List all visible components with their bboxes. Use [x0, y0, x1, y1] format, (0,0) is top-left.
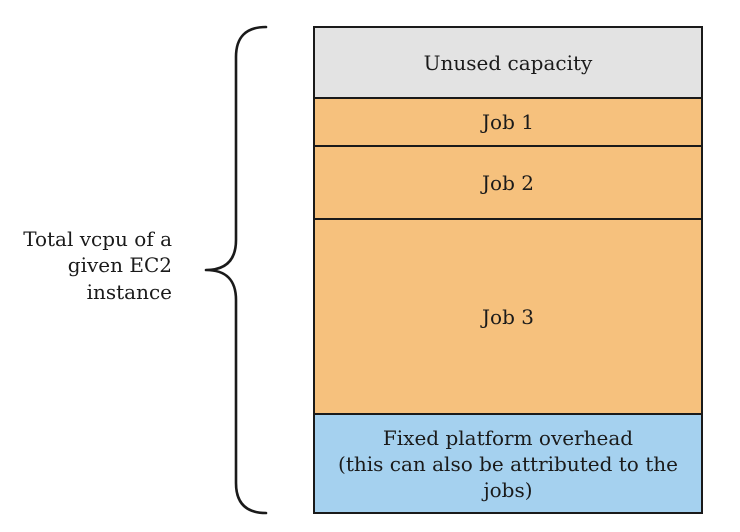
vcpu-stacked-bar: Unused capacity Job 1 Job 2 Job 3 Fixed …	[313, 26, 703, 514]
segment-job-1: Job 1	[315, 99, 701, 147]
segment-job-2: Job 2	[315, 147, 701, 220]
segment-label: Fixed platform overhead (this can also b…	[338, 425, 678, 502]
segment-label: Unused capacity	[423, 50, 593, 75]
segment-unused-capacity: Unused capacity	[315, 28, 701, 99]
segment-fixed-platform-overhead: Fixed platform overhead (this can also b…	[315, 415, 701, 512]
segment-label: Job 2	[482, 170, 534, 195]
segment-job-3: Job 3	[315, 220, 701, 415]
segment-label: Job 3	[482, 304, 534, 329]
segment-label: Job 1	[482, 110, 534, 134]
total-vcpu-label: Total vcpu of a given EC2 instance	[23, 227, 172, 304]
curly-brace-icon	[204, 25, 268, 515]
